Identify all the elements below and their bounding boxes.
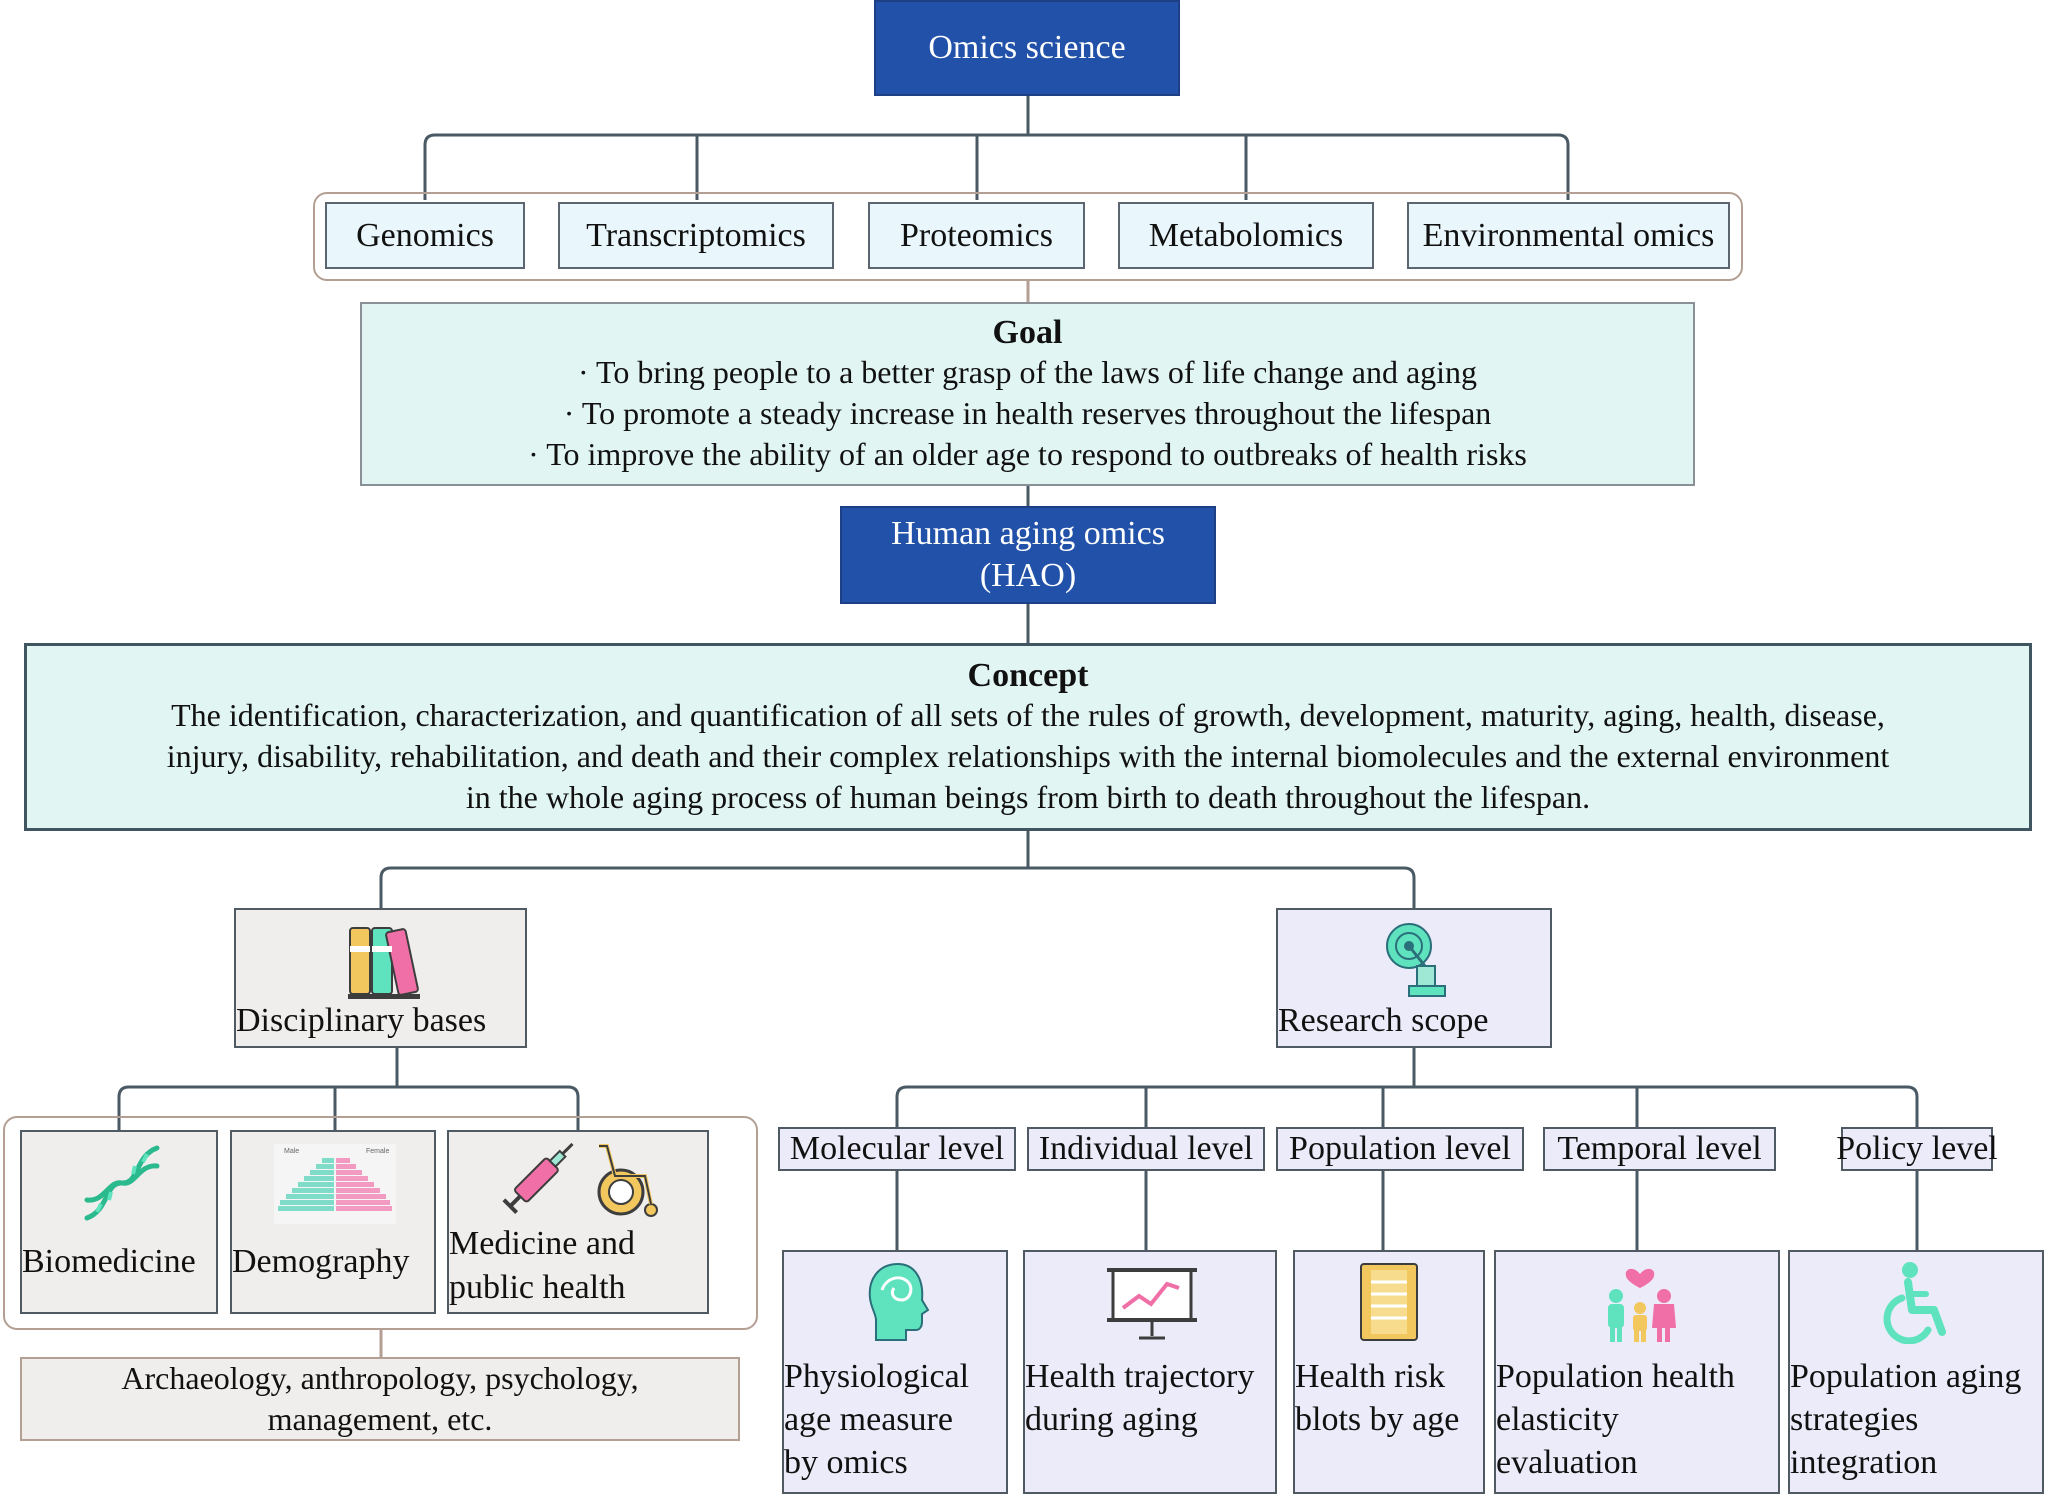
discipline-biomedicine: Biomedicine xyxy=(20,1130,218,1314)
disciplinary-bases-title: Disciplinary bases xyxy=(236,1002,487,1039)
detail-line: age measure xyxy=(784,1401,953,1438)
discipline-label: Biomedicine xyxy=(22,1243,196,1280)
chart-board-icon xyxy=(1107,1268,1197,1340)
hao-abbreviation: (HAO) xyxy=(979,557,1077,594)
pyramid-male-label: Male xyxy=(284,1148,299,1155)
omics-science-node: Omics science xyxy=(874,0,1180,96)
other-disciplines-box: Archaeology, anthropology, psychology, m… xyxy=(20,1357,740,1441)
detail-individual: Health trajectory during aging xyxy=(1023,1250,1277,1494)
level-temporal: Temporal level xyxy=(1543,1127,1776,1171)
head-icon xyxy=(868,1262,930,1341)
omics-genomics: Genomics xyxy=(325,202,525,269)
family-icon xyxy=(1608,1268,1676,1342)
level-population: Population level xyxy=(1276,1127,1524,1171)
satellite-dish-icon xyxy=(1386,923,1446,997)
detail-line: Health trajectory xyxy=(1025,1358,1255,1395)
goal-item: · To promote a steady increase in health… xyxy=(563,394,1492,431)
detail-molecular: Physiological age measure by omics xyxy=(782,1250,1008,1494)
hao-node: Human aging omics (HAO) xyxy=(840,506,1216,604)
other-disciplines-line: management, etc. xyxy=(267,1401,493,1437)
concept-line: injury, disability, rehabilitation, and … xyxy=(166,737,1890,774)
research-scope-box: Research scope xyxy=(1276,908,1552,1048)
detail-line: elasticity xyxy=(1496,1401,1619,1438)
disciplinary-group-frame xyxy=(3,1116,758,1330)
omics-environmental: Environmental omics xyxy=(1407,202,1730,269)
level-individual: Individual level xyxy=(1027,1127,1265,1171)
level-molecular: Molecular level xyxy=(778,1127,1016,1171)
goal-item: · To bring people to a better grasp of t… xyxy=(577,353,1478,390)
syringe-wheelchair-icon xyxy=(502,1142,658,1217)
detail-line: Population aging xyxy=(1790,1358,2022,1395)
detail-line: strategies xyxy=(1790,1401,1919,1438)
discipline-label: public health xyxy=(449,1269,626,1306)
books-icon xyxy=(348,927,420,999)
omics-science-label: Omics science xyxy=(928,29,1126,66)
discipline-demography: Male Female Demography xyxy=(230,1130,436,1314)
hao-title: Human aging omics xyxy=(891,515,1165,552)
disciplinary-bases-box: Disciplinary bases xyxy=(234,908,527,1048)
omics-group-frame xyxy=(313,192,1743,281)
detail-line: evaluation xyxy=(1496,1444,1638,1481)
detail-line: Physiological xyxy=(784,1358,970,1395)
level-policy: Policy level xyxy=(1836,1127,1998,1171)
goal-title: Goal xyxy=(992,313,1063,351)
detail-line: blots by age xyxy=(1295,1401,1460,1438)
pyramid-female-label: Female xyxy=(366,1148,389,1155)
ladder-icon xyxy=(1360,1263,1418,1341)
detail-temporal: Population health elasticity evaluation xyxy=(1494,1250,1780,1494)
dna-icon xyxy=(84,1145,160,1221)
concept-box: Concept The identification, characteriza… xyxy=(24,643,2032,831)
discipline-medicine-public-health: Medicine and public health xyxy=(447,1130,709,1314)
detail-line: integration xyxy=(1790,1444,1938,1481)
discipline-label: Demography xyxy=(232,1243,410,1280)
omics-metabolomics: Metabolomics xyxy=(1118,202,1374,269)
wheelchair-icon xyxy=(1883,1262,1946,1344)
detail-line: by omics xyxy=(784,1444,908,1481)
detail-policy: Population aging strategies integration xyxy=(1788,1250,2044,1494)
goal-item: · To improve the ability of an older age… xyxy=(528,435,1527,472)
goal-box: Goal · To bring people to a better grasp… xyxy=(360,302,1695,486)
concept-line: The identification, characterization, an… xyxy=(171,696,1885,733)
detail-line: during aging xyxy=(1025,1401,1198,1438)
other-disciplines-line: Archaeology, anthropology, psychology, xyxy=(121,1360,639,1396)
omics-transcriptomics: Transcriptomics xyxy=(558,202,834,269)
population-pyramid-icon: Male Female xyxy=(274,1144,396,1224)
concept-title: Concept xyxy=(967,656,1089,694)
omics-proteomics: Proteomics xyxy=(868,202,1085,269)
research-scope-title: Research scope xyxy=(1278,1002,1489,1039)
discipline-label: Medicine and xyxy=(449,1225,635,1262)
concept-line: in the whole aging process of human bein… xyxy=(465,778,1591,815)
detail-line: Health risk xyxy=(1295,1358,1446,1395)
detail-line: Population health xyxy=(1496,1358,1735,1395)
detail-population: Health risk blots by age xyxy=(1293,1250,1485,1494)
